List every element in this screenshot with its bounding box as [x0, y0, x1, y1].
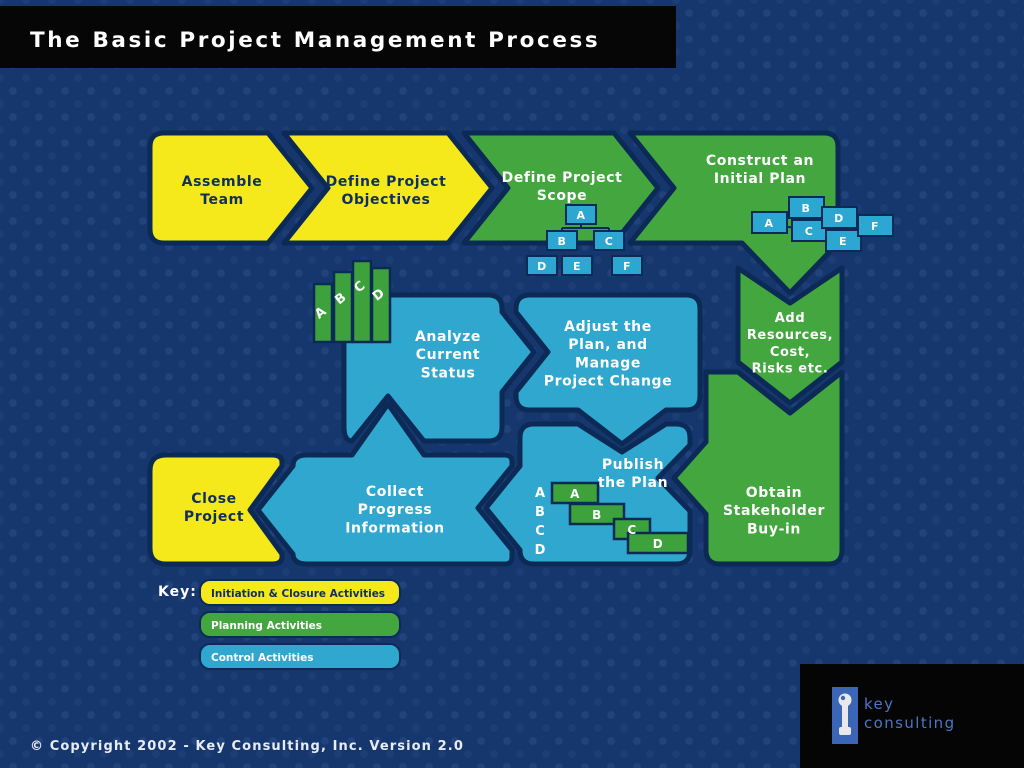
- wbs-box-c: [593, 230, 625, 251]
- logo-word-key: key: [864, 695, 894, 713]
- network-box-e: [825, 229, 862, 252]
- node-collect-progress: [255, 401, 515, 567]
- wbs-letter-b: B: [558, 235, 567, 248]
- key-icon: [838, 693, 852, 735]
- network-letter-b: B: [802, 202, 811, 215]
- wbs-mini-diagram: A B C D E F: [526, 204, 643, 276]
- bar-chart-mini: A B C D: [312, 259, 392, 344]
- node-adjust-plan: [513, 292, 703, 447]
- logo: key consulting: [800, 664, 1024, 768]
- wbs-box-f: [611, 255, 643, 276]
- gantt-bar-d: [626, 531, 690, 555]
- legend-label-control: Control Activities: [211, 652, 313, 664]
- wbs-letter-f: F: [623, 260, 631, 273]
- network-mini-diagram: A B C D E F: [751, 196, 894, 252]
- title-bar-rect: [0, 6, 676, 68]
- legend-label-planning: Planning Activities: [211, 620, 322, 632]
- node-assemble-team: [147, 130, 315, 246]
- bar-a: [312, 282, 334, 344]
- network-box-a: [751, 211, 788, 234]
- wbs-letter-a: A: [576, 209, 585, 222]
- wbs-box-e: [561, 255, 593, 276]
- network-letter-c: C: [805, 225, 814, 238]
- wbs-connector-lines: [561, 224, 610, 232]
- legend: Key: Initiation & Closure Activities Pla…: [158, 579, 401, 670]
- node-obtain-buyin: [671, 369, 845, 567]
- node-add-resources: [735, 265, 845, 406]
- wbs-letter-c: C: [605, 235, 614, 248]
- bar-d: [370, 266, 392, 344]
- node-close-project: [147, 452, 285, 567]
- network-letter-f: F: [871, 220, 879, 233]
- gantt-row-b: B: [535, 505, 545, 520]
- gantt-row-c: C: [535, 524, 545, 539]
- legend-swatch-initiation: [199, 579, 401, 606]
- node-construct-plan: [627, 130, 841, 296]
- legend-swatch-control: [199, 643, 401, 670]
- wbs-letter-e: E: [573, 260, 581, 273]
- gantt-bar-letter-d: D: [653, 537, 663, 551]
- network-letter-d: D: [834, 212, 844, 225]
- wbs-box-d: [526, 255, 558, 276]
- gantt-bar-b: [568, 502, 626, 526]
- node-define-objectives: [281, 130, 495, 246]
- gantt-bar-letter-b: B: [592, 508, 602, 522]
- title-bar: The Basic Project Management Process: [0, 6, 676, 68]
- network-letter-a: A: [764, 217, 773, 230]
- network-box-f: [857, 214, 894, 237]
- gantt-row-d: D: [535, 543, 546, 558]
- wbs-letter-d: D: [537, 260, 547, 273]
- gantt-mini: A B C D A B C D: [535, 481, 690, 558]
- legend-heading: Key:: [158, 584, 197, 600]
- wbs-box-b: [546, 230, 578, 251]
- network-letter-e: E: [839, 235, 847, 248]
- bar-c: [351, 259, 373, 344]
- legend-swatch-planning: [199, 611, 401, 638]
- legend-label-initiation: Initiation & Closure Activities: [211, 588, 385, 600]
- logo-word-consulting: consulting: [864, 714, 956, 732]
- gantt-bar-letter-c: C: [627, 523, 636, 537]
- copyright-text: © Copyright 2002 - Key Consulting, Inc. …: [30, 739, 464, 754]
- gantt-bar-letter-a: A: [570, 487, 580, 501]
- wbs-box-a: [565, 204, 597, 225]
- page-title: The Basic Project Management Process: [30, 28, 600, 53]
- gantt-row-a: A: [535, 486, 545, 501]
